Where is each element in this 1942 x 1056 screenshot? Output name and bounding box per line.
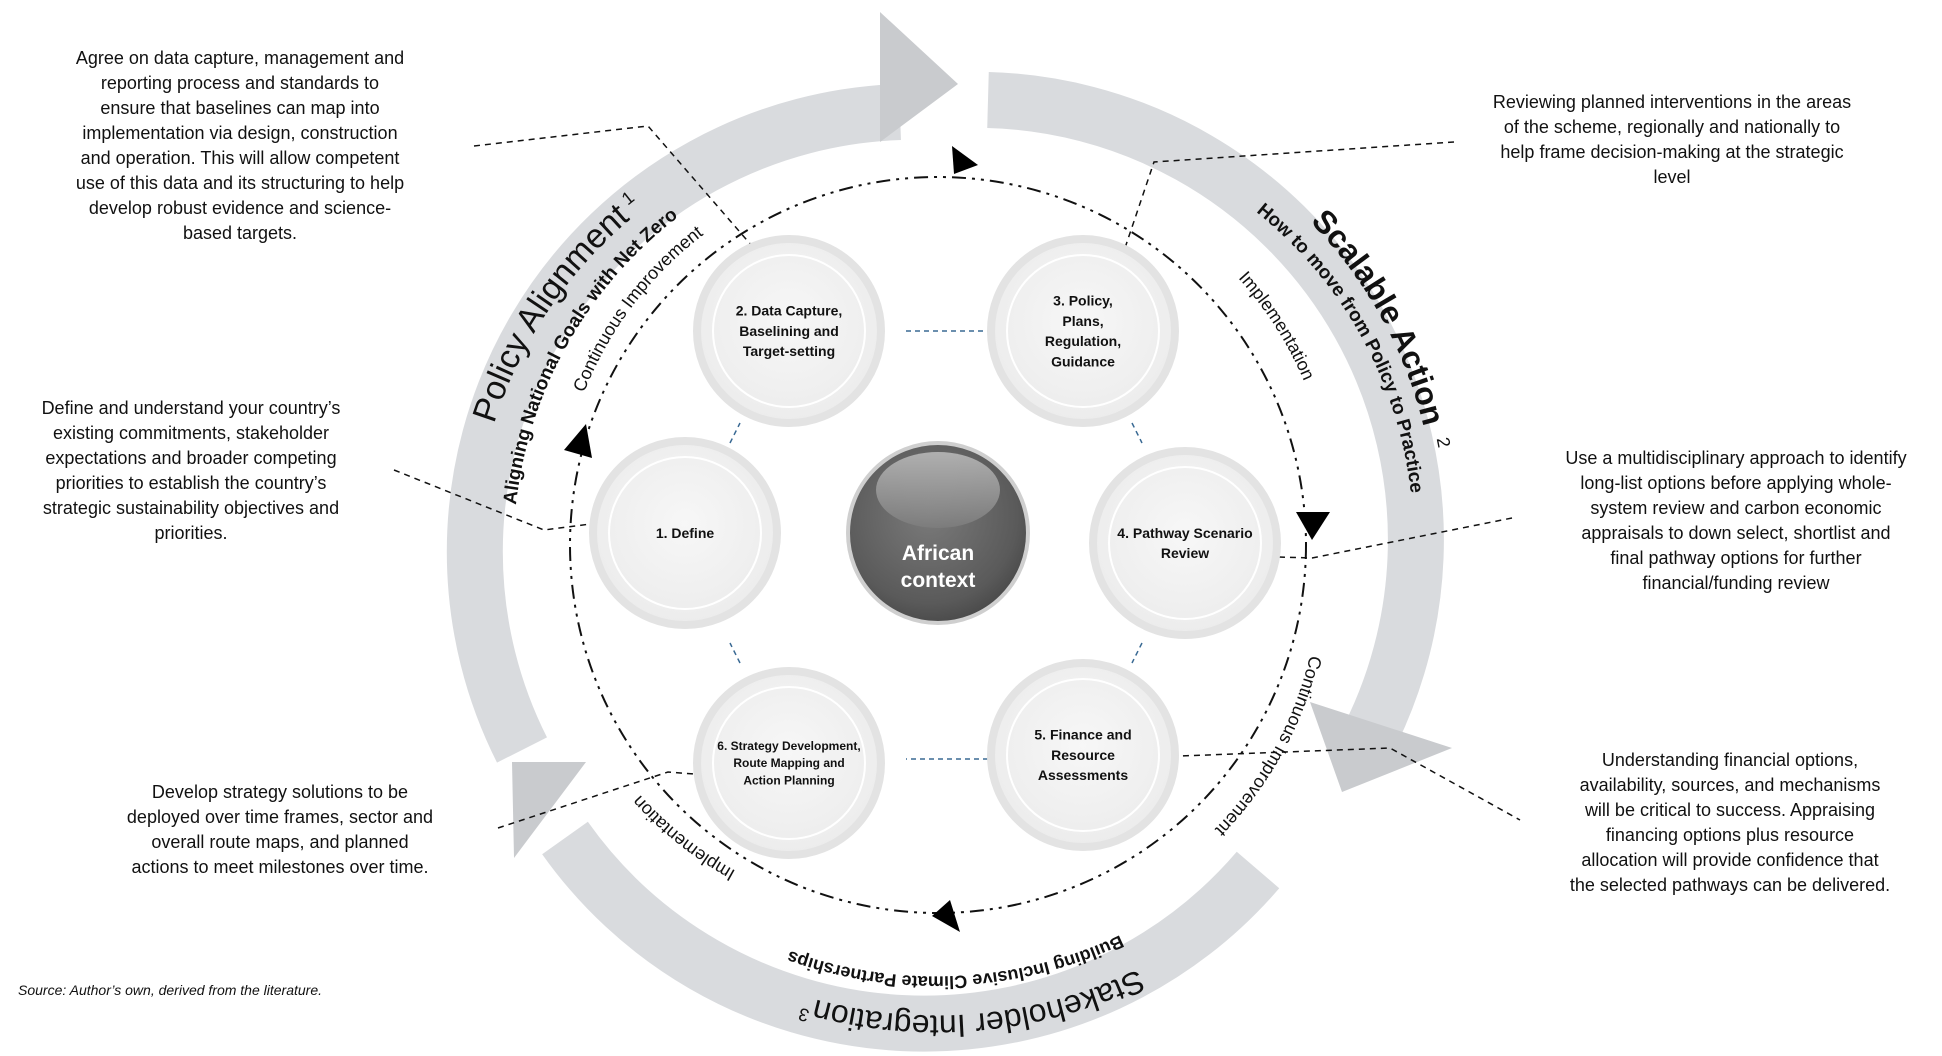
description-line: level [1653,167,1691,187]
ring-arc-stakeholder [542,821,1280,1052]
description-line: implementation via design, construction [82,123,398,143]
node-label-line: Target-setting [743,343,835,359]
cycle-arrowhead-top [952,146,978,174]
node-strategy-label: 6. Strategy Development, Route Mapping an… [717,739,860,788]
node-connectors [729,330,1143,760]
description-line: final pathway options for further [1610,548,1862,568]
policy-arc-title: Policy Alignment1 [465,187,638,426]
center-label-line1: African [902,542,974,565]
center-node: African context [846,441,1030,625]
description-line: existing commitments, stakeholder [52,423,330,443]
node-label-line: 6. Strategy Development, [717,739,860,753]
cycle-arrowhead-left [564,424,592,458]
description-line: expectations and broader competing [45,448,337,468]
description-line: financing options plus resource [1605,825,1855,845]
description-line: help frame decision-making at the strate… [1500,142,1844,162]
description-policy: Reviewing planned interventions in the a… [1472,90,1872,190]
node-policy-label: 3. Policy, Plans, Regulation, Guidance [1045,292,1121,369]
center-label-line2: context [901,569,976,592]
leader-pathway [1243,517,1513,559]
description-finance: Understanding financial options, availabi… [1526,748,1934,898]
description-line: of the scheme, regionally and nationally… [1503,117,1841,137]
leader-data-capture [473,125,779,277]
description-line: actions to meet milestones over time. [131,857,429,877]
description-pathway: Use a multidisciplinary approach to iden… [1536,446,1936,596]
description-line: strategic sustainability objectives and [42,498,340,518]
ring-arrowhead-right [1310,702,1452,792]
cycle-arrowhead-bottom [932,900,960,932]
description-line: ensure that baselines can map into [100,98,380,118]
ring-arc-policy [446,84,901,763]
node-label-line: Baselining and [739,323,839,339]
description-line: Develop strategy solutions to be [151,782,409,802]
node-label-line: Action Planning [743,774,834,788]
description-line: overall route maps, and planned [151,832,409,852]
description-line: Reviewing planned interventions in the a… [1492,92,1852,112]
description-line: appraisals to down select, shortlist and [1581,523,1891,543]
description-line: deployed over time frames, sector and [126,807,434,827]
description-line: based targets. [182,223,298,243]
description-line: priorities. [154,523,228,543]
node-label-line: Regulation, [1045,333,1121,349]
node-label-line: Review [1161,545,1209,561]
leader-finance [1127,747,1521,821]
node-label-line: 3. Policy, [1053,292,1113,308]
description-line: will be critical to success. Appraising [1584,800,1876,820]
description-define: Define and understand your country’s exis… [14,396,368,546]
description-line: Understanding financial options, [1601,750,1859,770]
node-define: 1. Define [589,437,781,629]
description-line: financial/funding review [1642,573,1830,593]
description-line: Define and understand your country’s [41,398,341,418]
outer-ring [446,72,1444,1052]
node-define-label: 1. Define [656,525,715,541]
description-strategy: Develop strategy solutions to be deployed… [96,780,464,880]
description-line: reporting process and standards to [100,73,380,93]
ring-arrowhead-top [880,12,958,142]
node-label-line: 2. Data Capture, [736,303,843,319]
description-line: develop robust evidence and science- [88,198,392,218]
description-line: priorities to establish the country’s [55,473,327,493]
node-label-line: 5. Finance and [1034,727,1131,743]
node-label-line: Guidance [1051,353,1115,369]
node-label-line: 1. Define [656,525,715,541]
ring-arrowhead-left [512,762,586,858]
ring-arrowheads [512,12,1452,858]
ring-arc-scalable [987,72,1444,772]
source-note: Source: Author’s own, derived from the l… [18,982,323,998]
node-label-line: Route Mapping and [733,756,844,770]
description-line: system review and carbon economic [1590,498,1882,518]
description-line: use of this data and its structuring to … [75,173,405,193]
description-line: Use a multidisciplinary approach to iden… [1565,448,1907,468]
description-line: availability, sources, and mechanisms [1579,775,1881,795]
node-label-line: Resource [1051,747,1115,763]
node-strategy: 6. Strategy Development, Route Mapping an… [693,667,885,859]
node-label-line: Plans, [1062,313,1103,329]
description-line: allocation will provide confidence that [1581,850,1879,870]
cycle-arrowhead-right [1296,512,1330,540]
description-line: the selected pathways can be delivered. [1569,875,1891,895]
leader-policy [1099,141,1455,323]
node-policy: 3. Policy, Plans, Regulation, Guidance [987,235,1179,427]
description-line: and operation. This will allow competent [80,148,400,168]
cycle-label-continuous-improvement-bottom: Continuous Improvement [1211,654,1325,840]
cycle-arrowheads [564,146,1330,932]
node-label-line: Assessments [1038,767,1128,783]
node-label-line: 4. Pathway Scenario [1117,525,1252,541]
description-line: long-list options before applying whole- [1580,473,1892,493]
description-line: Agree on data capture, management and [75,48,405,68]
description-data-capture: Agree on data capture, management and rep… [40,46,440,246]
